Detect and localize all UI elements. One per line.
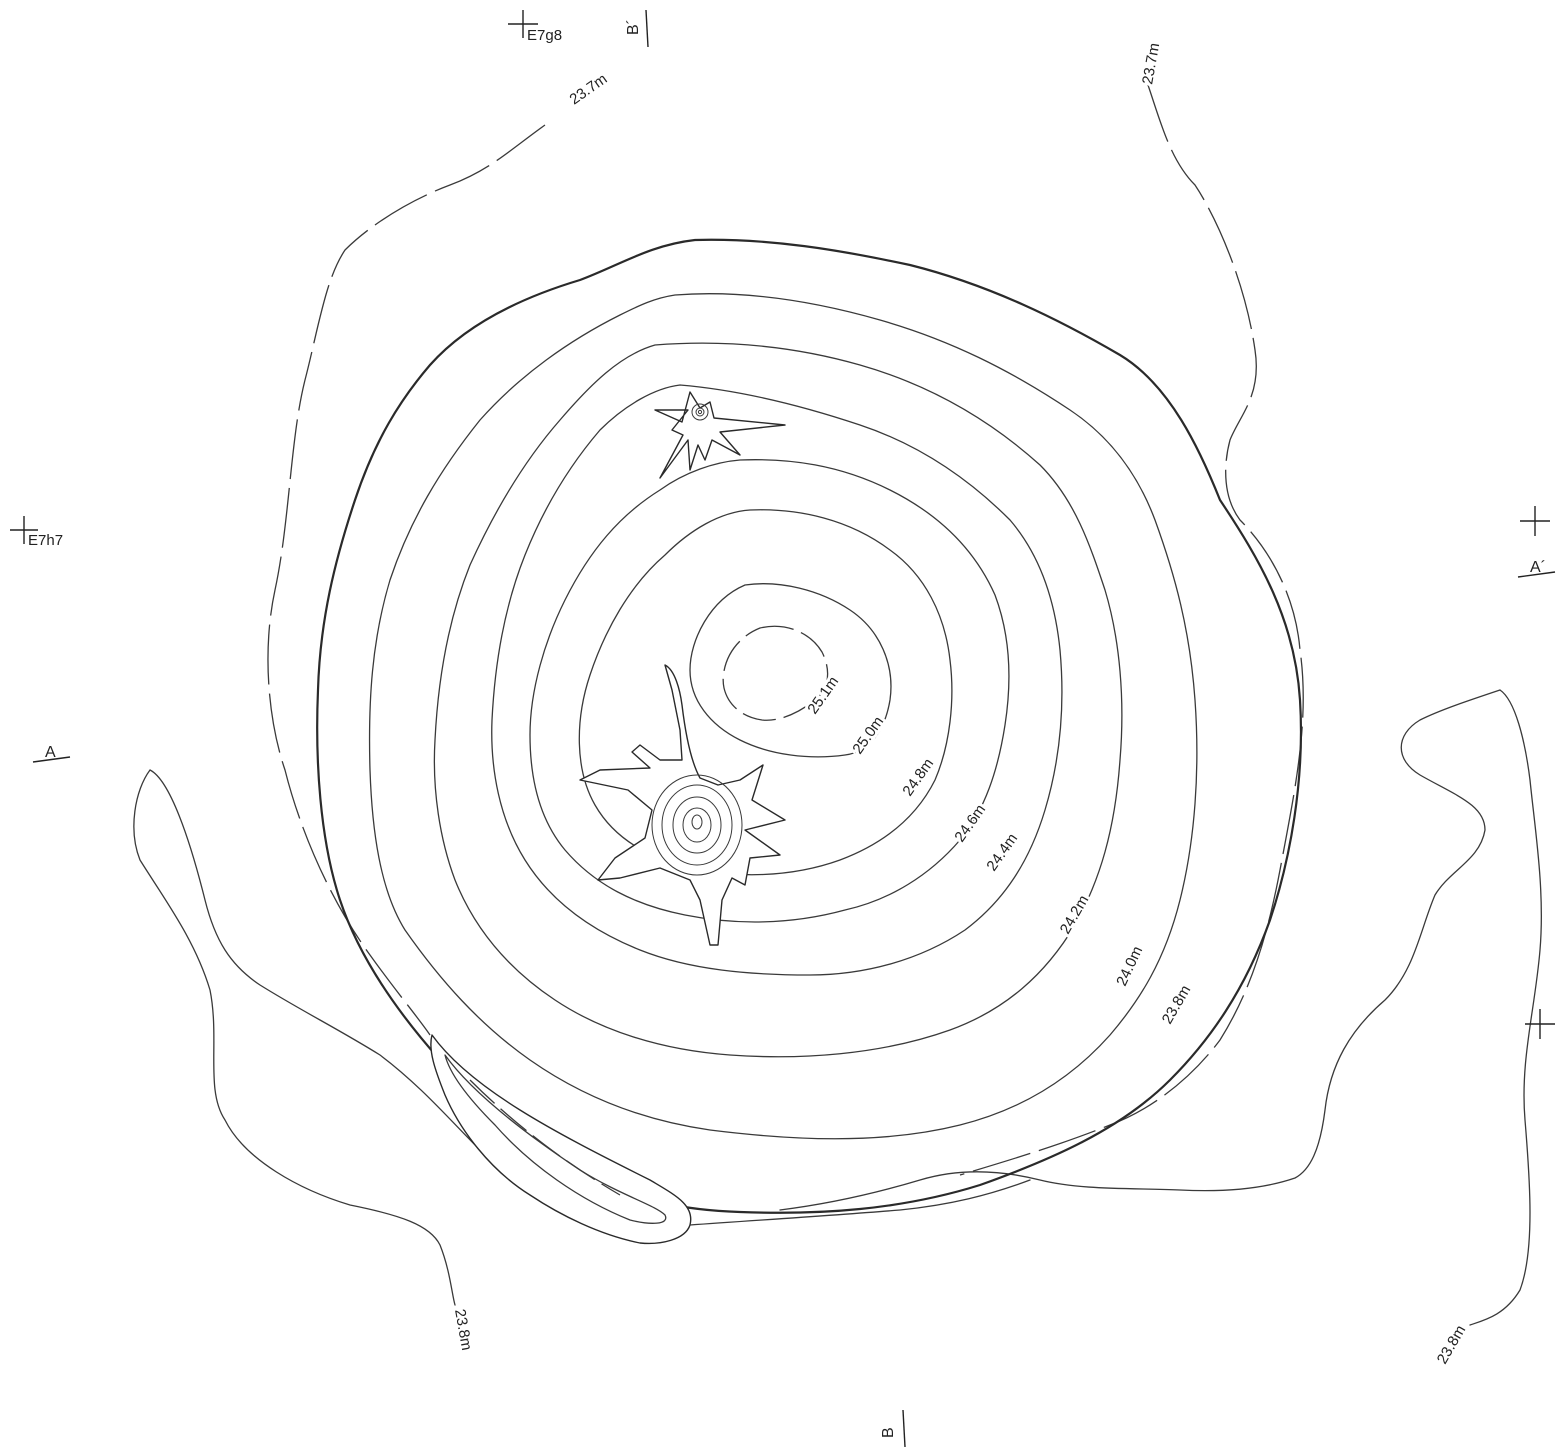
ditch-bottom-edge — [689, 1179, 1031, 1226]
stump-north — [654, 391, 786, 479]
contour-24-4 — [491, 384, 1063, 976]
label-25-0: 25.0m — [849, 713, 887, 757]
contour-23-8-right — [779, 689, 1501, 1211]
label-23-8-southwest: 23.8m — [451, 1308, 475, 1352]
contour-23-7-left — [267, 124, 546, 1036]
label-23-7-north: 23.7m — [567, 70, 611, 108]
contour-25-0 — [689, 583, 892, 758]
label-23-7-northeast: 23.7m — [1139, 42, 1163, 86]
ditch-inner — [444, 1054, 667, 1224]
label-24-8: 24.8m — [899, 755, 937, 799]
grid-point-east-lower — [1525, 1009, 1555, 1039]
contour-23-8-far-right — [1469, 689, 1542, 1326]
label-23-8-mound: 23.8m — [1159, 982, 1195, 1027]
svg-text:A: A — [45, 744, 56, 761]
ditch-hatch — [469, 1079, 621, 1196]
contour-23-8-mound — [316, 238, 1303, 1214]
svg-text:B: B — [880, 1427, 897, 1438]
contour-23-7-right — [959, 84, 1304, 1176]
grid-point-east-upper — [1520, 506, 1550, 536]
contour-24-0 — [368, 293, 1198, 1140]
svg-text:A´: A´ — [1530, 559, 1546, 576]
label-23-8-southeast: 23.8m — [1434, 1322, 1470, 1367]
section-b-prime-marker: B´ — [625, 9, 649, 48]
svg-text:B´: B´ — [625, 19, 642, 35]
label-24-4: 24.4m — [983, 830, 1021, 874]
section-b-marker: B — [880, 1409, 906, 1448]
contour-24-8 — [578, 509, 953, 876]
contour-23-8-left — [133, 769, 456, 1306]
contour-24-2 — [433, 342, 1123, 1058]
ditch-outer — [430, 1034, 692, 1245]
stump-center — [579, 664, 786, 946]
label-24-6: 24.6m — [951, 801, 989, 845]
contour-25-1 — [722, 625, 829, 721]
section-a-marker: A — [32, 744, 71, 763]
svg-text:E7h7: E7h7 — [28, 532, 63, 549]
contour-24-6 — [529, 459, 1010, 923]
svg-text:E7g8: E7g8 — [527, 27, 562, 44]
grid-point-e7h7: E7h7 — [10, 516, 63, 549]
grid-point-e7g8: E7g8 — [508, 10, 562, 44]
section-a-prime-marker: A´ — [1517, 559, 1556, 578]
label-24-0: 24.0m — [1113, 944, 1146, 989]
label-24-2: 24.2m — [1057, 892, 1093, 937]
label-25-1: 25.1m — [804, 673, 842, 717]
